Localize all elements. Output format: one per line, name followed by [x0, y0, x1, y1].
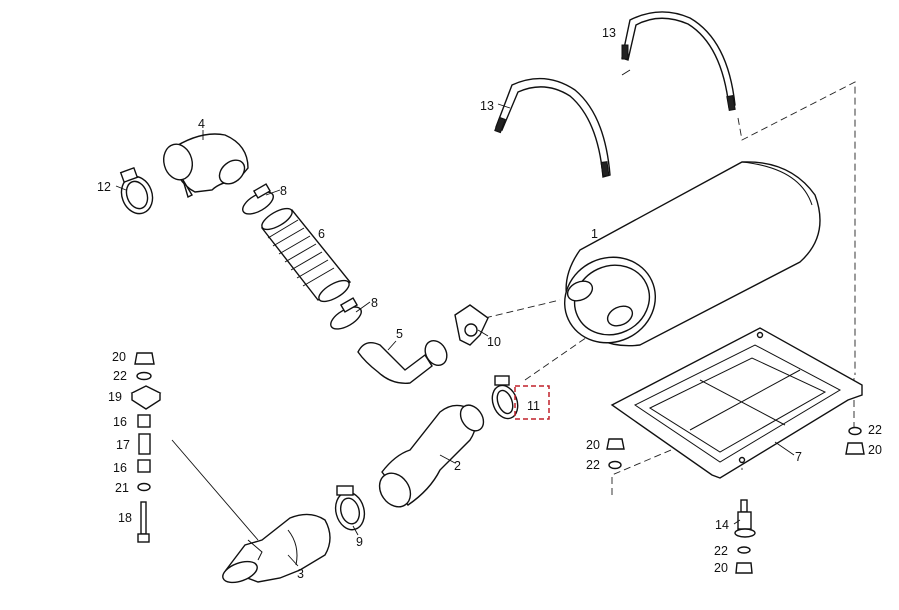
part-clamp-12 — [119, 167, 154, 215]
callout-19: 19 — [108, 390, 122, 404]
callout-4: 4 — [198, 117, 205, 131]
part-intermediate-pipe — [378, 404, 485, 508]
callout-22-frame-right: 22 — [868, 423, 882, 437]
callout-8-lower: 8 — [371, 296, 378, 310]
part-mounting-strap-rear — [621, 11, 736, 111]
callout-22-mount: 22 — [714, 544, 728, 558]
part-rubber-mount-14 — [734, 499, 756, 574]
part-catalytic-converter — [222, 513, 331, 584]
callout-17: 17 — [116, 438, 130, 452]
part-hose-clamp-lower — [330, 297, 362, 330]
part-inlet-elbow — [162, 133, 249, 199]
callout-3: 3 — [297, 567, 304, 581]
callout-20-left: 20 — [112, 350, 126, 364]
leader-lines — [115, 69, 795, 567]
callout-18: 18 — [118, 511, 132, 525]
part-silencer-bracket-frame — [610, 327, 863, 479]
part-hardware-frame-right — [845, 426, 865, 455]
callout-1: 1 — [591, 227, 598, 241]
callout-12: 12 — [97, 180, 111, 194]
callout-9: 9 — [356, 535, 363, 549]
part-hose-clamp-upper — [242, 183, 274, 215]
part-hardware-frame-left — [606, 438, 625, 470]
callout-21: 21 — [115, 481, 129, 495]
callout-10: 10 — [487, 335, 501, 349]
callout-11: 11 — [527, 399, 540, 413]
callout-14: 14 — [715, 518, 729, 532]
highlight-frame-callout-11 — [514, 385, 550, 420]
part-silencer — [563, 161, 821, 347]
callout-16-lower: 16 — [113, 461, 127, 475]
callout-20-frame-right: 20 — [868, 443, 882, 457]
callout-8-upper: 8 — [280, 184, 287, 198]
callout-16-upper: 16 — [113, 415, 127, 429]
callout-5: 5 — [396, 327, 403, 341]
callout-20-mount: 20 — [714, 561, 728, 575]
callout-6: 6 — [318, 227, 325, 241]
callout-22-left: 22 — [113, 369, 127, 383]
callout-7: 7 — [795, 450, 802, 464]
part-hardware-stack-left — [130, 352, 162, 543]
part-clamp-11 — [491, 375, 519, 420]
part-flexible-hose — [260, 207, 352, 303]
callout-labels: 1 2 3 4 5 6 7 8 8 9 10 11 12 13 13 14 16… — [97, 26, 882, 581]
callout-2: 2 — [454, 459, 461, 473]
callout-13-rear: 13 — [602, 26, 616, 40]
part-bracket-10 — [454, 304, 489, 346]
part-bend-pipe — [357, 339, 448, 384]
part-clamp-9 — [334, 485, 366, 531]
part-mounting-strap-front — [494, 77, 611, 178]
callout-20-frame-left: 20 — [586, 438, 600, 452]
callout-13-front: 13 — [480, 99, 494, 113]
callout-22-frame-left: 22 — [586, 458, 600, 472]
